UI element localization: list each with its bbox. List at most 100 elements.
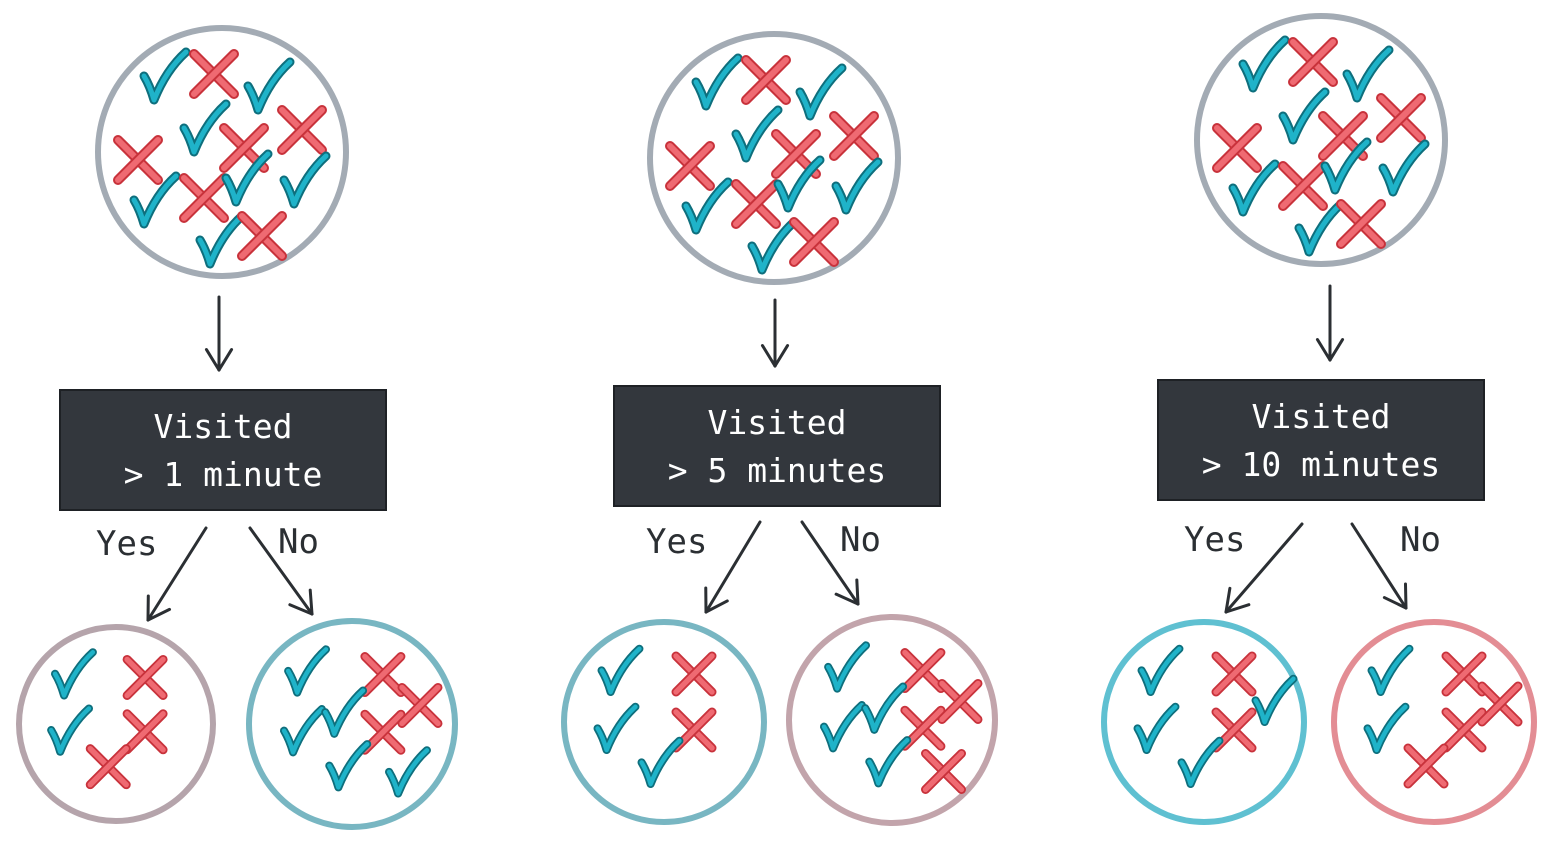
cross-mark-icon <box>1441 651 1487 697</box>
cross-mark-icon <box>900 648 946 694</box>
check-mark-icon-fill <box>825 643 869 691</box>
check-mark-icon-fill <box>1139 646 1182 695</box>
check-mark-icon-fill <box>683 179 731 233</box>
cross-mark-icon <box>937 678 983 724</box>
cross-mark-icon <box>741 55 791 105</box>
check-mark-icon-fill <box>131 173 179 227</box>
cross-mark-icon <box>671 651 717 697</box>
decision-node-line2: > 1 minute <box>124 455 323 494</box>
down-arrow <box>760 298 790 368</box>
check-mark-icon-fill <box>595 704 638 753</box>
check-mark-icon-fill <box>245 59 293 113</box>
down-arrow <box>1315 284 1345 362</box>
cross-mark-icon <box>1211 651 1257 697</box>
check-mark-icon-fill <box>1322 139 1370 193</box>
cross-mark-icon <box>1278 161 1328 211</box>
cross-mark-icon <box>113 135 163 185</box>
check-mark-icon-fill <box>833 159 881 213</box>
no-leaf-circle <box>786 614 998 826</box>
check-mark-icon-fill <box>197 213 245 267</box>
yes-branch-label: Yes <box>96 524 157 564</box>
root-population-circle <box>95 25 349 279</box>
cross-mark-icon <box>1211 707 1257 753</box>
yes-leaf-circle <box>561 619 767 825</box>
check-mark-icon-fill <box>821 702 865 751</box>
no-branch-arrow <box>248 526 314 616</box>
cross-mark-icon <box>397 682 443 728</box>
cross-mark-icon <box>237 211 287 261</box>
check-mark-icon-fill <box>797 65 845 119</box>
decision-node: Visited> 1 minute <box>59 389 387 511</box>
check-mark-icon-fill <box>733 107 781 161</box>
yes-leaf-circle <box>1101 619 1307 825</box>
yes-leaf-circle <box>16 624 216 824</box>
check-mark-icon-fill <box>862 684 906 733</box>
check-mark-icon-fill <box>749 219 797 273</box>
root-population-circle <box>647 31 901 285</box>
decision-node: Visited > 10 minutes <box>1157 379 1485 501</box>
cross-mark-icon <box>731 179 781 229</box>
cross-mark-icon <box>189 49 239 99</box>
check-mark-icon-fill <box>48 706 92 754</box>
cross-mark-icon <box>1441 707 1487 753</box>
check-mark-icon-fill <box>386 748 430 796</box>
check-mark-icon-fill <box>281 706 325 755</box>
check-mark-icon-fill <box>223 151 271 205</box>
check-mark-icon-fill <box>281 153 329 207</box>
cross-mark-icon <box>277 105 327 155</box>
yes-branch-arrow <box>146 526 208 622</box>
check-mark-icon-fill <box>775 157 823 211</box>
decision-node-line1: Visited <box>1251 397 1390 436</box>
check-mark-icon-fill <box>1365 704 1408 753</box>
cross-mark-icon <box>179 173 229 223</box>
check-mark-icon-fill <box>1179 738 1222 787</box>
cross-mark-icon <box>1403 743 1449 789</box>
root-population-circle <box>1194 13 1448 267</box>
no-branch-label: No <box>840 520 881 560</box>
decision-node-line1: Visited <box>707 403 846 442</box>
check-mark-icon-fill <box>1369 646 1412 695</box>
check-mark-icon-fill <box>52 649 96 698</box>
cross-mark-icon <box>665 141 715 191</box>
cross-mark-icon <box>1212 123 1262 173</box>
decision-node-line2: > 5 minutes <box>668 451 887 490</box>
down-arrow <box>204 295 234 372</box>
check-mark-icon-fill <box>1280 89 1328 143</box>
cross-mark-icon <box>921 749 966 794</box>
cross-mark-icon <box>85 744 131 790</box>
check-mark-icon-fill <box>1380 141 1428 195</box>
check-mark-icon-fill <box>322 688 366 737</box>
check-mark-icon-fill <box>1296 201 1344 255</box>
no-leaf-circle <box>246 618 458 830</box>
decision-node-line2: > 10 minutes <box>1202 445 1440 484</box>
check-mark-icon-fill <box>181 101 229 155</box>
no-branch-arrow <box>1350 522 1408 610</box>
check-mark-icon-fill <box>1344 47 1392 101</box>
cross-mark-icon <box>360 652 406 698</box>
cross-mark-icon <box>122 709 168 755</box>
check-mark-icon-fill <box>639 738 682 787</box>
check-mark-icon-fill <box>1240 37 1288 91</box>
check-mark-icon-fill <box>867 737 910 786</box>
no-branch-arrow <box>800 520 860 606</box>
check-mark-icon-fill <box>599 646 642 695</box>
check-mark-icon-fill <box>141 49 189 103</box>
check-mark-icon-fill <box>285 647 329 695</box>
check-mark-icon-fill <box>693 55 741 109</box>
cross-mark-icon <box>1288 37 1338 87</box>
no-leaf-circle <box>1331 619 1537 825</box>
yes-branch-arrow <box>704 520 762 614</box>
check-mark-icon-fill <box>1230 161 1278 215</box>
no-branch-label: No <box>1400 520 1441 560</box>
yes-branch-label: Yes <box>646 522 707 562</box>
cross-mark-icon <box>1376 93 1426 143</box>
no-branch-label: No <box>278 522 319 562</box>
yes-branch-label: Yes <box>1184 520 1245 560</box>
cross-mark-icon <box>122 654 168 700</box>
cross-mark-icon <box>1477 681 1523 727</box>
cross-mark-icon <box>829 111 879 161</box>
